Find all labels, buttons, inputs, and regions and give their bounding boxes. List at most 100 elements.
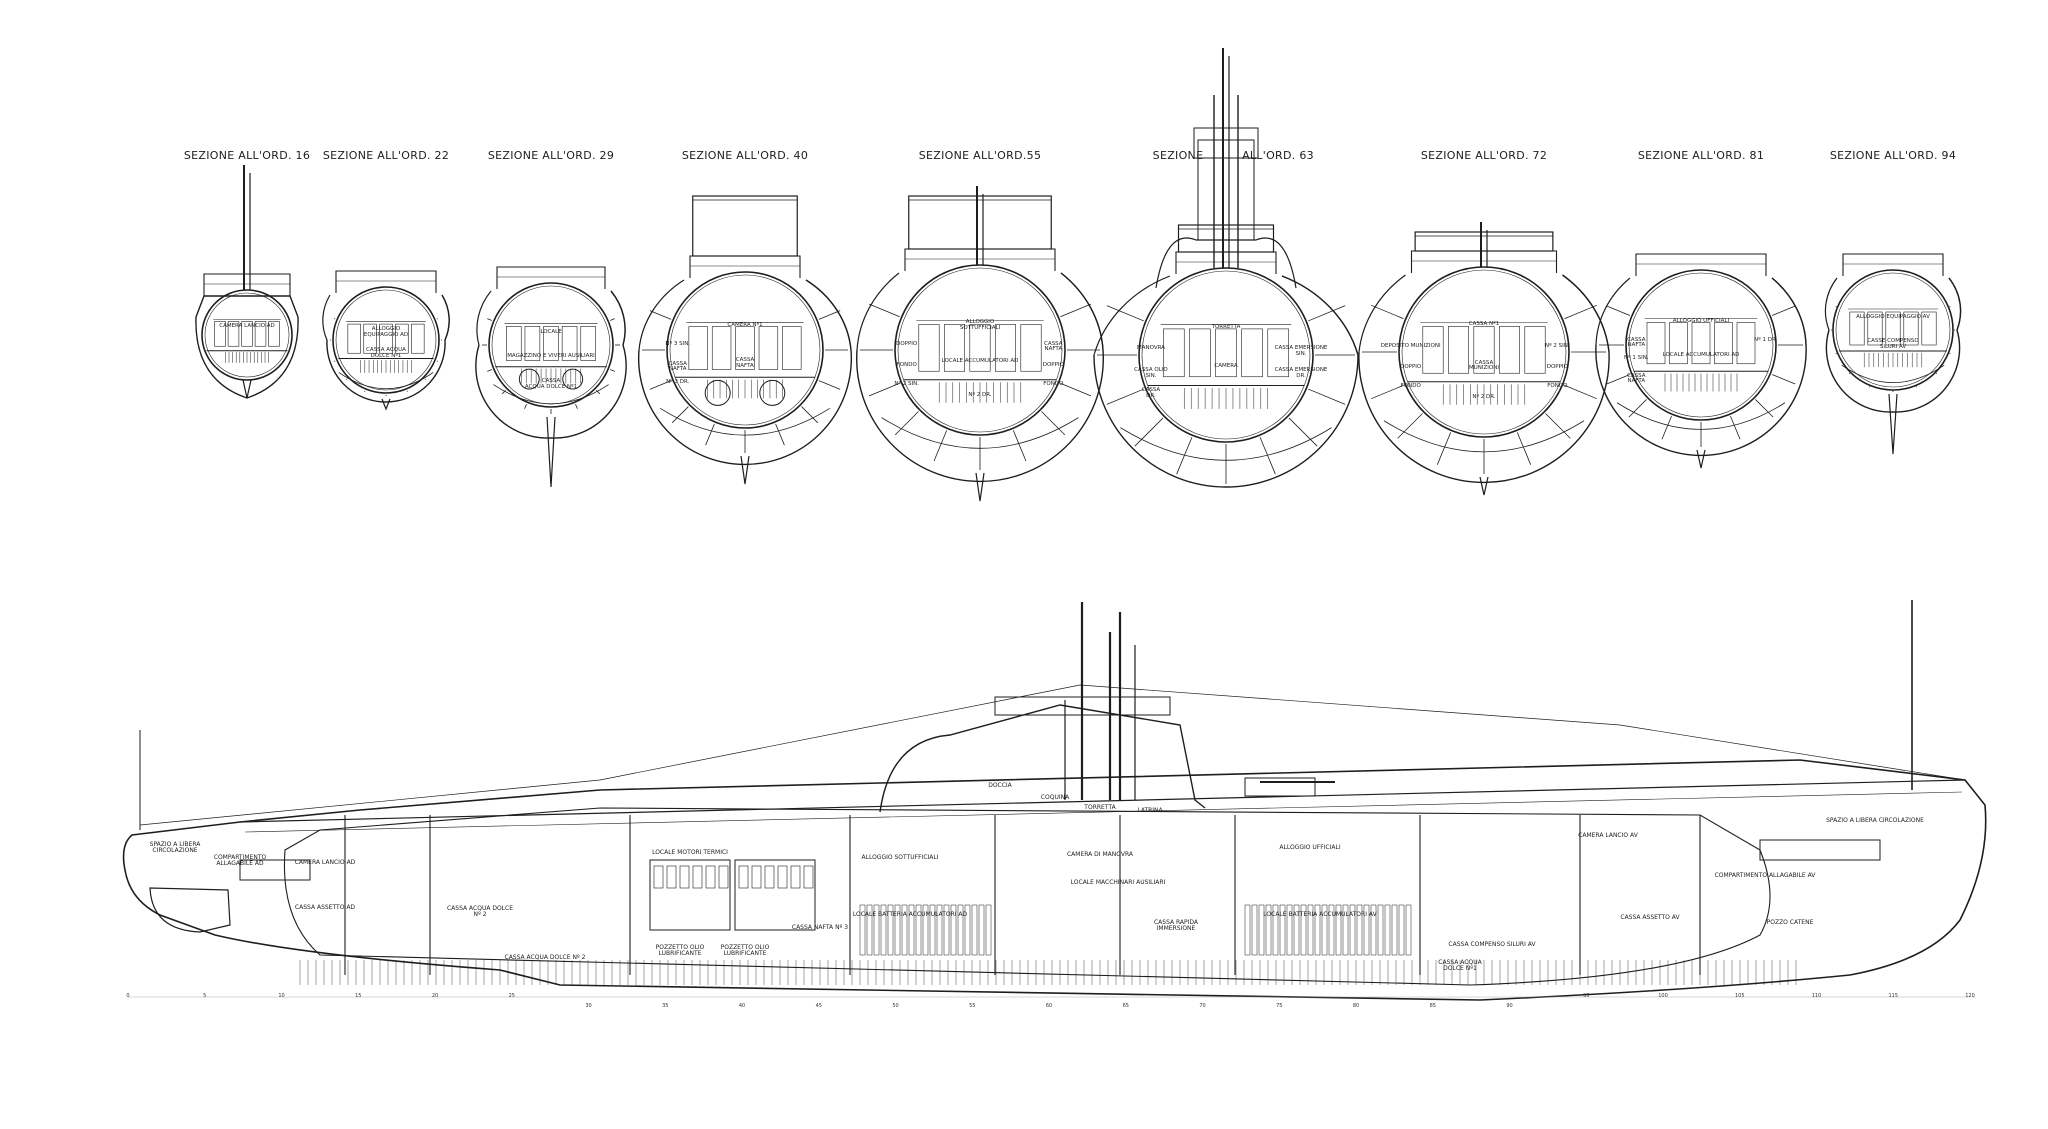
interior-fittings (495, 322, 607, 390)
battery-cell (1349, 904, 1356, 956)
battery-cell (866, 904, 873, 956)
jumping-wire (139, 684, 1966, 826)
locker (994, 324, 1016, 372)
engine-cylinder (653, 865, 664, 889)
hull-frame (868, 303, 900, 318)
locker (918, 324, 940, 372)
section-compartment-label: LOCALE ACCUMULATORI AD (941, 357, 1019, 364)
frame-number: 30 (585, 1003, 592, 1009)
hull-frame (1134, 417, 1164, 447)
cross-section-3 (475, 266, 627, 488)
hull-compartment-label: LOCALE BATTERIA ACCUMULATORI AV (1263, 911, 1377, 918)
frame-number: 15 (355, 993, 362, 999)
bow-torpedo-tube (1759, 839, 1881, 861)
diesel-engine (734, 859, 816, 931)
hull-frame (1730, 415, 1741, 440)
diesel-engine (649, 859, 731, 931)
battery-cell (1342, 904, 1349, 956)
hull-frame (1176, 437, 1193, 475)
section-compartment-label: DEPOSITO MUNIZIONI (1380, 342, 1441, 349)
double-bottom (881, 417, 1079, 449)
hull-frame (487, 369, 493, 372)
hull-frame (524, 403, 527, 409)
deck-casing (335, 270, 437, 293)
hull-compartment-label: CAMERA DI MANOVRA (1066, 851, 1134, 858)
battery-cell (1405, 904, 1412, 956)
hull-frame (801, 406, 819, 424)
locker (524, 326, 541, 361)
pressure-hull-profile (283, 807, 1771, 986)
section-compartment-label: Nº 1 DR. (1754, 336, 1778, 343)
hull-frame (424, 378, 426, 380)
locker (1885, 311, 1901, 346)
frame-number: 105 (1734, 993, 1745, 999)
hull-frame (933, 430, 948, 462)
pressure-hull (1625, 269, 1777, 421)
outer-hull-upper (1824, 277, 1962, 331)
outer-hull-upper (322, 294, 450, 341)
section-compartment-label: Nº 2 SIN. (1544, 342, 1570, 349)
frame-number: 20 (431, 993, 439, 999)
hull-frame (1564, 384, 1597, 400)
interior-fittings (1407, 321, 1561, 405)
locker (1267, 328, 1289, 378)
hull-frame (1771, 374, 1796, 385)
locker (1646, 322, 1666, 365)
hull-frame (1106, 305, 1144, 322)
battery-cell (1258, 904, 1265, 956)
deck-casing (1842, 253, 1944, 276)
interior-fittings (206, 318, 288, 363)
hull-frame (1628, 399, 1647, 418)
hull-frame (1564, 304, 1597, 320)
keel (1888, 393, 1898, 455)
pressure-hull (894, 264, 1066, 436)
engine-cylinder (738, 865, 749, 889)
section-title: SEZIONE ALL'ORD. 40 (681, 149, 809, 162)
stern-rudder (149, 887, 231, 933)
frame-number: 0 (126, 993, 130, 999)
section-compartment-label: TORRETTA (1211, 323, 1241, 330)
locker (711, 326, 732, 370)
section-compartment-label: MANOVRA (1136, 345, 1165, 352)
battery-cell (1363, 904, 1370, 956)
hull-frame (1060, 382, 1092, 397)
locker (1163, 328, 1185, 378)
conning-tower (692, 195, 798, 257)
hull-frame (1288, 417, 1318, 447)
interior-fittings (1147, 324, 1305, 409)
hull-frame (487, 318, 493, 321)
battery-cell (1391, 904, 1398, 956)
section-compartment-label: Nº 2 DR. (968, 391, 992, 398)
engine-cylinder (764, 865, 775, 889)
locker (1669, 322, 1688, 365)
outer-hull-upper (638, 279, 852, 351)
locker (735, 326, 755, 370)
section-compartment-label: DOPPIO (1546, 363, 1568, 370)
double-bottom (1120, 427, 1332, 461)
frame-number: 85 (1429, 1003, 1436, 1009)
pressure-hull (332, 286, 440, 394)
hull-frame (1606, 305, 1631, 316)
engine-cylinder (751, 865, 762, 889)
pressure-hull-inner (204, 292, 290, 378)
cross-section-5 (856, 186, 1104, 502)
hull-frame (1661, 415, 1672, 440)
hull-compartment-label: DOCCIA (988, 782, 1012, 789)
locker (688, 326, 708, 370)
hull-compartment-label: ALLOGGIO SOTTUFFICIALI (861, 854, 939, 861)
locker (1215, 328, 1237, 378)
hull-compartment-label: CASSA COMPENSO SILURI AV (1448, 941, 1536, 948)
hull-frame (818, 310, 841, 320)
pressure-hull-inner (1141, 270, 1311, 440)
section-compartment-label: CAMERA LANCIO AD (219, 322, 275, 329)
engine-cylinder (777, 865, 788, 889)
main-deck (239, 779, 1966, 823)
locker (1691, 322, 1711, 365)
outer-hull-upper (476, 290, 626, 346)
